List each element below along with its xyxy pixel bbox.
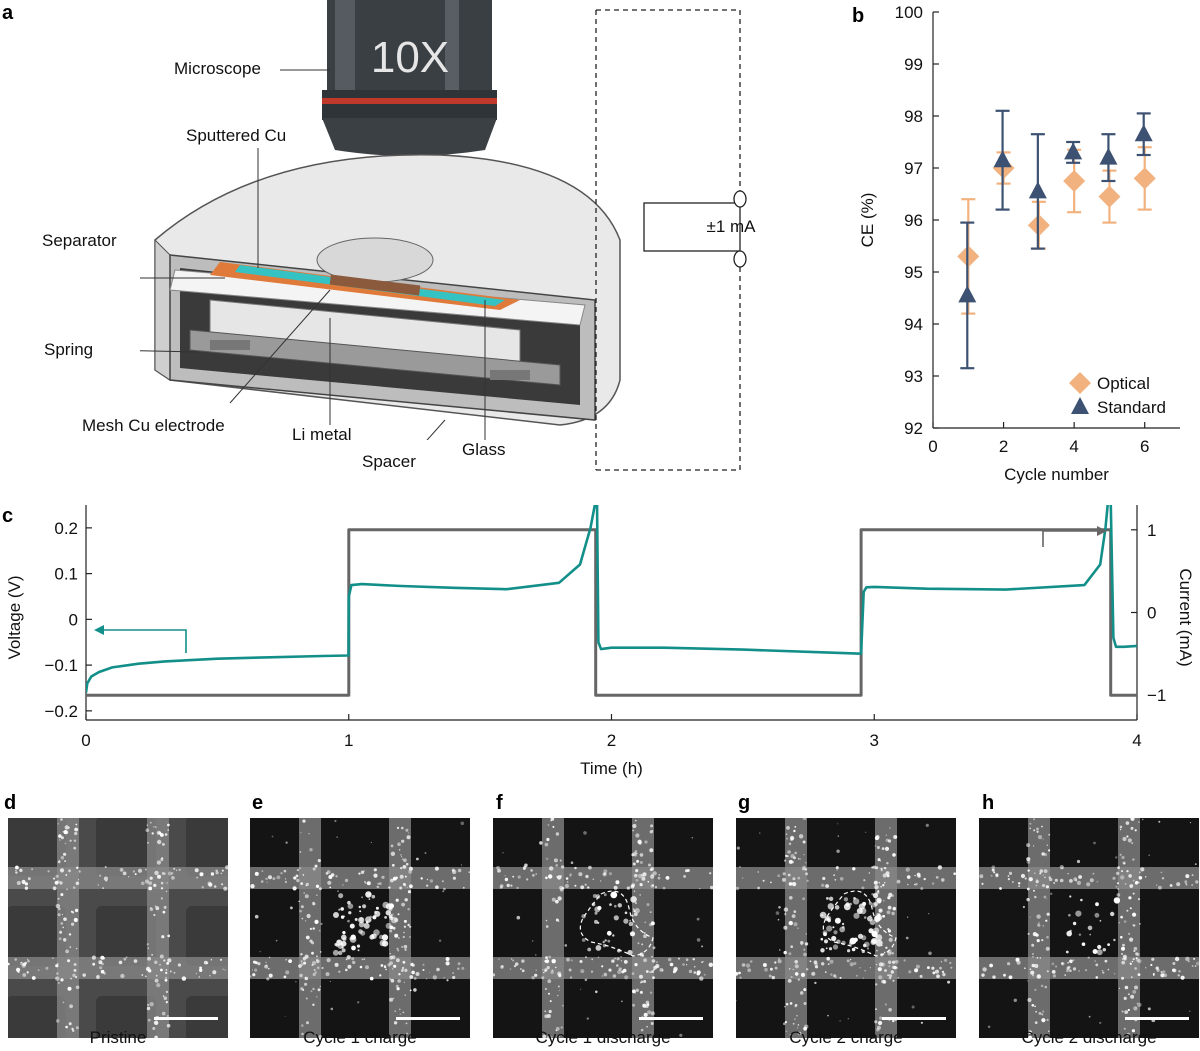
caption-cycle2-charge: Cycle 2 charge [789, 1028, 903, 1047]
caption-pristine: Pristine [89, 1028, 147, 1047]
y-tick-label: 0.1 [54, 565, 78, 584]
data-point [1099, 147, 1118, 165]
label-separator: Separator [42, 231, 117, 250]
micrograph-cycle2-discharge [979, 818, 1199, 1038]
label-mesh-cu: Mesh Cu electrode [82, 416, 225, 435]
label-sputtered-cu: Sputtered Cu [186, 126, 287, 145]
label-microscope: Microscope [174, 59, 261, 78]
series-optical [957, 146, 1156, 315]
label-li-metal: Li metal [292, 425, 352, 444]
x-tick-label: 4 [1069, 437, 1078, 456]
panel-a-letter: a [2, 2, 14, 24]
data-point [993, 150, 1012, 168]
micrograph-cycle2-charge [736, 818, 956, 1038]
micrograph-cycle1-discharge [493, 818, 713, 1038]
y-tick-label: 0.2 [54, 519, 78, 538]
y-right-tick-label: 1 [1147, 521, 1156, 540]
micrograph-pristine [8, 818, 228, 1038]
voltage-trace [86, 505, 1137, 693]
current-source-label: ±1 mA [706, 217, 756, 236]
y-axis-title: Voltage (V) [5, 575, 24, 659]
legend-marker [1069, 372, 1091, 394]
legend-label: Optical [1097, 374, 1150, 393]
data-point [1064, 142, 1083, 160]
label-spring: Spring [44, 340, 94, 359]
y-tick-label: 94 [904, 315, 923, 334]
data-point [1063, 170, 1086, 192]
current-axis-arrow [1042, 530, 1100, 547]
panel-d-letter: d [4, 792, 17, 814]
y-tick-label: 96 [904, 211, 923, 230]
deposit-outline [579, 890, 654, 957]
y-tick-label: 92 [904, 419, 923, 438]
current-source-circuit [595, 9, 747, 471]
data-point [1134, 124, 1153, 142]
data-point [1028, 181, 1047, 199]
panel-b-letter: b [852, 5, 865, 27]
y-tick-label: 95 [904, 263, 923, 282]
x-axis-title: Time (h) [580, 759, 643, 778]
microscope-objective-icon: 10X [322, 0, 497, 156]
x-tick-label: 2 [607, 731, 616, 750]
x-tick-label: 3 [870, 731, 879, 750]
y-tick-label: 0 [69, 610, 78, 629]
label-glass: Glass [462, 440, 506, 459]
current-trace [86, 528, 1137, 697]
panel-f-letter: f [496, 792, 503, 814]
scale-bar [1125, 1017, 1189, 1020]
y-axis-title: CE (%) [858, 193, 877, 248]
scale-bar [396, 1017, 460, 1020]
series-standard [958, 109, 1153, 370]
y-tick-label: 97 [904, 159, 923, 178]
coin-cell-schematic: 10X [140, 0, 621, 440]
scale-bar [882, 1017, 946, 1020]
x-tick-label: 2 [999, 437, 1008, 456]
panel-h-letter: h [982, 792, 995, 814]
panel-c-letter: c [2, 505, 14, 527]
caption-cycle1-charge: Cycle 1 charge [303, 1028, 417, 1047]
arrow-head-icon [1097, 526, 1107, 536]
voltage-axis-arrow [100, 629, 187, 653]
y-tick-label: 99 [904, 55, 923, 74]
panel-g-letter: g [738, 792, 751, 814]
legend-label: Standard [1097, 398, 1166, 417]
scale-bar [639, 1017, 703, 1020]
label-spacer: Spacer [362, 452, 416, 471]
y-tick-label: 98 [904, 107, 923, 126]
x-tick-label: 6 [1140, 437, 1149, 456]
legend-marker [1071, 397, 1089, 414]
data-point [1098, 185, 1121, 208]
data-point [1133, 167, 1156, 190]
y-right-tick-label: −1 [1147, 686, 1166, 705]
y-tick-label: −0.1 [44, 656, 78, 675]
y-tick-label: 100 [895, 3, 923, 22]
data-point [958, 285, 977, 303]
y-tick-label: −0.2 [44, 702, 78, 721]
caption-cycle2-discharge: Cycle 2 discharge [1021, 1028, 1157, 1047]
x-tick-label: 4 [1132, 731, 1141, 750]
scale-bar [154, 1017, 218, 1020]
objective-magnification: 10X [371, 33, 449, 82]
x-tick-label: 0 [81, 731, 90, 750]
panel-e-letter: e [252, 792, 264, 814]
arrow-head-icon [94, 625, 104, 635]
y-right-axis-title: Current (mA) [1176, 568, 1195, 666]
y-right-tick-label: 0 [1147, 604, 1156, 623]
x-axis-title: Cycle number [1004, 465, 1109, 484]
deposit-outline [822, 890, 897, 957]
micrograph-cycle1-charge [250, 818, 470, 1038]
caption-cycle1-discharge: Cycle 1 discharge [535, 1028, 671, 1047]
x-tick-label: 0 [928, 437, 937, 456]
x-tick-label: 1 [344, 731, 353, 750]
y-tick-label: 93 [904, 367, 923, 386]
